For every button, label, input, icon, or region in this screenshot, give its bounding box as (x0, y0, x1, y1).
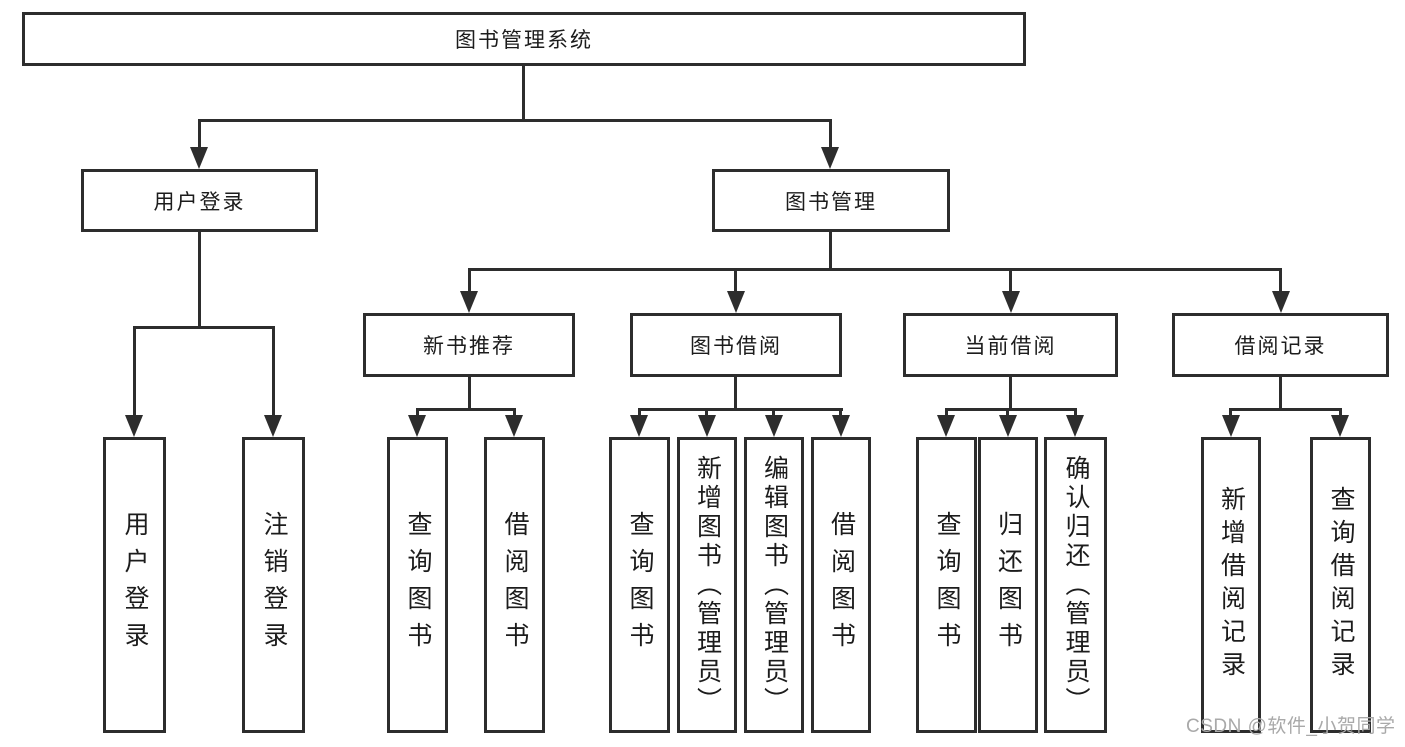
leaf-borrowing-edit-books-admin-label: 编辑图书（管理员） (760, 454, 789, 716)
connector-mgmt-drop-3 (1009, 268, 1012, 293)
leaf-records-query-record: 查询借阅记录 (1310, 437, 1371, 733)
connector-sec1-bar (416, 408, 516, 411)
connector-login-drop-2 (272, 326, 275, 416)
node-book-management: 图书管理 (712, 169, 950, 232)
leaf-recommend-query-books: 查询图书 (387, 437, 448, 733)
connector-sec1-stem (468, 377, 471, 410)
connector-mgmt-drop-2 (734, 268, 737, 293)
leaf-borrowing-borrow-books-label: 借阅图书 (827, 511, 856, 659)
connector-arrowhead (727, 291, 745, 313)
leaf-logout-label: 注销登录 (260, 511, 288, 659)
connector-sec4-stem (1279, 377, 1282, 410)
connector-arrowhead (937, 415, 955, 437)
leaf-current-return-books: 归还图书 (978, 437, 1038, 733)
node-root-label: 图书管理系统 (455, 29, 593, 52)
leaf-current-confirm-return-admin: 确认归还（管理员） (1044, 437, 1107, 733)
node-book-management-label: 图书管理 (785, 190, 877, 214)
node-new-book-recommend-label: 新书推荐 (423, 335, 515, 358)
connector-arrowhead (630, 415, 648, 437)
leaf-recommend-borrow-books: 借阅图书 (484, 437, 545, 733)
leaf-borrowing-query-books: 查询图书 (609, 437, 670, 733)
leaf-records-query-record-label: 查询借阅记录 (1327, 486, 1355, 684)
connector-arrowhead (264, 415, 282, 437)
leaf-logout: 注销登录 (242, 437, 305, 733)
node-book-borrowing-label: 图书借阅 (690, 335, 782, 358)
connector-mgmt-stem (829, 232, 832, 270)
connector-sec4-drop-1 (1229, 408, 1232, 418)
leaf-user-login: 用户登录 (103, 437, 166, 733)
connector-mgmt-drop-4 (1279, 268, 1282, 293)
leaf-borrowing-add-books-admin: 新增图书（管理员） (677, 437, 737, 733)
connector-arrowhead (408, 415, 426, 437)
connector-sec2-bar (638, 408, 843, 411)
connector-arrowhead (125, 415, 143, 437)
connector-arrowhead (1066, 415, 1084, 437)
node-current-borrowing-label: 当前借阅 (964, 335, 1057, 358)
connector-sec2-drop-3 (772, 408, 775, 418)
node-borrow-records-label: 借阅记录 (1234, 335, 1327, 358)
node-current-borrowing: 当前借阅 (903, 313, 1118, 377)
connector-sec2-stem (734, 377, 737, 410)
leaf-borrowing-query-books-label: 查询图书 (626, 511, 654, 659)
connector-arrowhead (460, 291, 478, 313)
connector-root-drop-left (198, 119, 201, 153)
leaf-user-login-label: 用户登录 (121, 511, 149, 659)
connector-arrowhead (765, 415, 783, 437)
connector-arrowhead (505, 415, 523, 437)
connector-arrowhead (1222, 415, 1240, 437)
connector-root-drop-right (829, 119, 832, 153)
connector-root-stem (522, 66, 525, 119)
leaf-current-return-books-label: 归还图书 (994, 511, 1023, 659)
connector-arrowhead (999, 415, 1017, 437)
leaf-recommend-borrow-books-label: 借阅图书 (501, 511, 529, 659)
leaf-records-add-record: 新增借阅记录 (1201, 437, 1261, 733)
connector-root-bar (198, 119, 832, 122)
connector-arrowhead (821, 147, 839, 169)
connector-sec3-stem (1009, 377, 1012, 410)
connector-arrowhead (698, 415, 716, 437)
connector-sec2-drop-2 (705, 408, 708, 418)
leaf-records-add-record-label: 新增借阅记录 (1217, 486, 1246, 684)
connector-login-bar (133, 326, 275, 329)
leaf-current-confirm-return-admin-label: 确认归还（管理员） (1062, 454, 1090, 716)
connector-sec2-drop-1 (638, 408, 641, 418)
leaf-borrowing-edit-books-admin: 编辑图书（管理员） (744, 437, 804, 733)
leaf-borrowing-borrow-books: 借阅图书 (811, 437, 871, 733)
connector-sec3-bar (945, 408, 1077, 411)
leaf-current-query-books-label: 查询图书 (933, 511, 961, 659)
leaf-current-query-books: 查询图书 (916, 437, 977, 733)
connector-login-drop-1 (133, 326, 136, 416)
connector-sec1-drop-2 (513, 408, 516, 418)
connector-mgmt-drop-1 (468, 268, 471, 293)
connector-arrowhead (190, 147, 208, 169)
connector-arrowhead (1272, 291, 1290, 313)
connector-sec3-drop-3 (1074, 408, 1077, 418)
node-user-login-label: 用户登录 (153, 190, 246, 214)
connector-sec4-drop-2 (1339, 408, 1342, 418)
connector-mgmt-bar (468, 268, 1282, 271)
node-user-login: 用户登录 (81, 169, 318, 232)
leaf-borrowing-add-books-admin-label: 新增图书（管理员） (693, 454, 722, 716)
connector-sec3-drop-1 (945, 408, 948, 418)
watermark: CSDN @软件_小贺同学 (1186, 716, 1396, 737)
node-borrow-records: 借阅记录 (1172, 313, 1389, 377)
connector-arrowhead (832, 415, 850, 437)
connector-sec3-drop-2 (1006, 408, 1009, 418)
node-root: 图书管理系统 (22, 12, 1026, 66)
connector-sec1-drop-1 (416, 408, 419, 418)
node-new-book-recommend: 新书推荐 (363, 313, 575, 377)
node-book-borrowing: 图书借阅 (630, 313, 842, 377)
connector-login-stem (198, 232, 201, 328)
connector-sec4-bar (1229, 408, 1342, 411)
connector-arrowhead (1002, 291, 1020, 313)
connector-sec2-drop-4 (839, 408, 842, 418)
connector-arrowhead (1331, 415, 1349, 437)
leaf-recommend-query-books-label: 查询图书 (404, 511, 432, 659)
